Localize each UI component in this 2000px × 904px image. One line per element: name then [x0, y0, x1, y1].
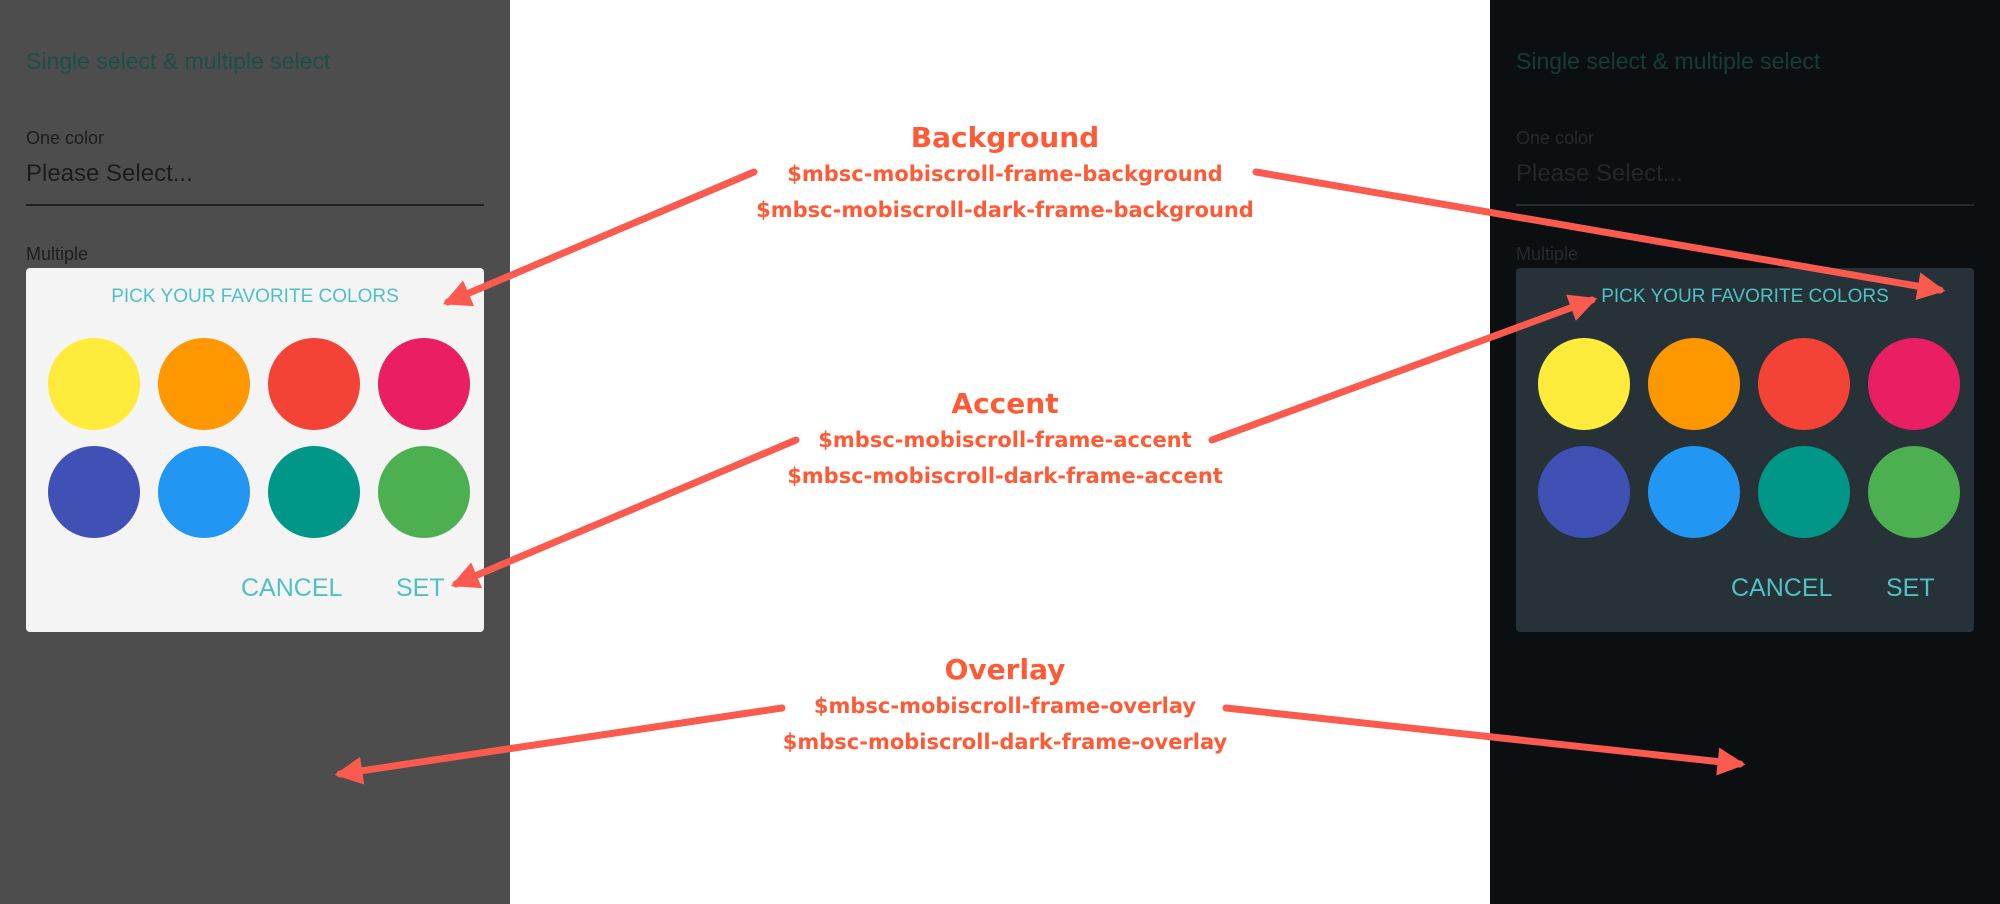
color-swatch-orange[interactable]	[158, 338, 250, 430]
one-color-label: One color	[26, 128, 105, 148]
callout-title: Background	[910, 121, 1100, 154]
background-arrow-light	[442, 168, 758, 307]
one-color-label: One color	[1516, 128, 1595, 148]
color-picker-frame: PICK YOUR FAVORITE COLORS CANCEL SET	[26, 268, 484, 632]
callout-variable-light: $mbsc-mobiscroll-frame-accent	[818, 428, 1192, 452]
one-color-select[interactable]: Please Select...	[26, 160, 484, 206]
color-swatch-yellow[interactable]	[48, 338, 140, 430]
one-color-select[interactable]: Please Select...	[1516, 160, 1974, 206]
callout-variable-dark: $mbsc-mobiscroll-dark-frame-accent	[787, 464, 1223, 488]
background-callout: Background $mbsc-mobiscroll-frame-backgr…	[745, 120, 1265, 228]
color-picker-frame: PICK YOUR FAVORITE COLORS CANCEL SET	[1516, 268, 1974, 632]
accent-arrow-dark	[1208, 294, 1598, 444]
callout-title: Overlay	[944, 653, 1066, 686]
color-swatch-blue[interactable]	[1648, 446, 1740, 538]
accent-callout: Accent $mbsc-mobiscroll-frame-accent $mb…	[745, 386, 1265, 494]
color-swatch-red[interactable]	[1758, 338, 1850, 430]
overlay-arrow-dark	[1222, 704, 1746, 776]
callout-variable-dark: $mbsc-mobiscroll-dark-frame-overlay	[782, 730, 1228, 754]
color-swatch-indigo[interactable]	[1538, 446, 1630, 538]
color-swatch-green[interactable]	[1868, 446, 1960, 538]
cancel-button[interactable]: CANCEL	[1731, 574, 1833, 602]
select-placeholder: Please Select...	[1516, 160, 1683, 187]
select-placeholder: Please Select...	[26, 160, 193, 187]
color-swatch-red[interactable]	[268, 338, 360, 430]
frame-header: PICK YOUR FAVORITE COLORS	[111, 286, 399, 307]
cancel-button[interactable]: CANCEL	[241, 574, 343, 602]
color-swatch-teal[interactable]	[268, 446, 360, 538]
color-swatch-blue[interactable]	[158, 446, 250, 538]
callout-variable-light: $mbsc-mobiscroll-frame-background	[787, 162, 1223, 186]
color-swatch-pink[interactable]	[378, 338, 470, 430]
color-swatch-pink[interactable]	[1868, 338, 1960, 430]
color-swatch-yellow[interactable]	[1538, 338, 1630, 430]
color-swatch-orange[interactable]	[1648, 338, 1740, 430]
color-swatch-indigo[interactable]	[48, 446, 140, 538]
multiple-label: Multiple	[26, 244, 89, 264]
callout-title: Accent	[951, 387, 1059, 420]
accent-arrow-light	[450, 436, 800, 589]
set-button[interactable]: SET	[396, 574, 445, 602]
overlay-callout: Overlay $mbsc-mobiscroll-frame-overlay $…	[745, 652, 1265, 760]
color-swatch-green[interactable]	[378, 446, 470, 538]
color-swatch-teal[interactable]	[1758, 446, 1850, 538]
background-arrow-dark	[1252, 168, 1946, 300]
callout-variable-dark: $mbsc-mobiscroll-dark-frame-background	[756, 198, 1254, 222]
light-theme-preview: Single select & multiple select One colo…	[0, 0, 510, 904]
set-button[interactable]: SET	[1886, 574, 1935, 602]
page-title: Single select & multiple select	[1516, 48, 1821, 74]
page-title: Single select & multiple select	[26, 48, 331, 74]
frame-header: PICK YOUR FAVORITE COLORS	[1601, 286, 1889, 307]
callout-variable-light: $mbsc-mobiscroll-frame-overlay	[813, 694, 1197, 718]
multiple-label: Multiple	[1516, 244, 1579, 264]
overlay-arrow-light	[334, 704, 786, 785]
